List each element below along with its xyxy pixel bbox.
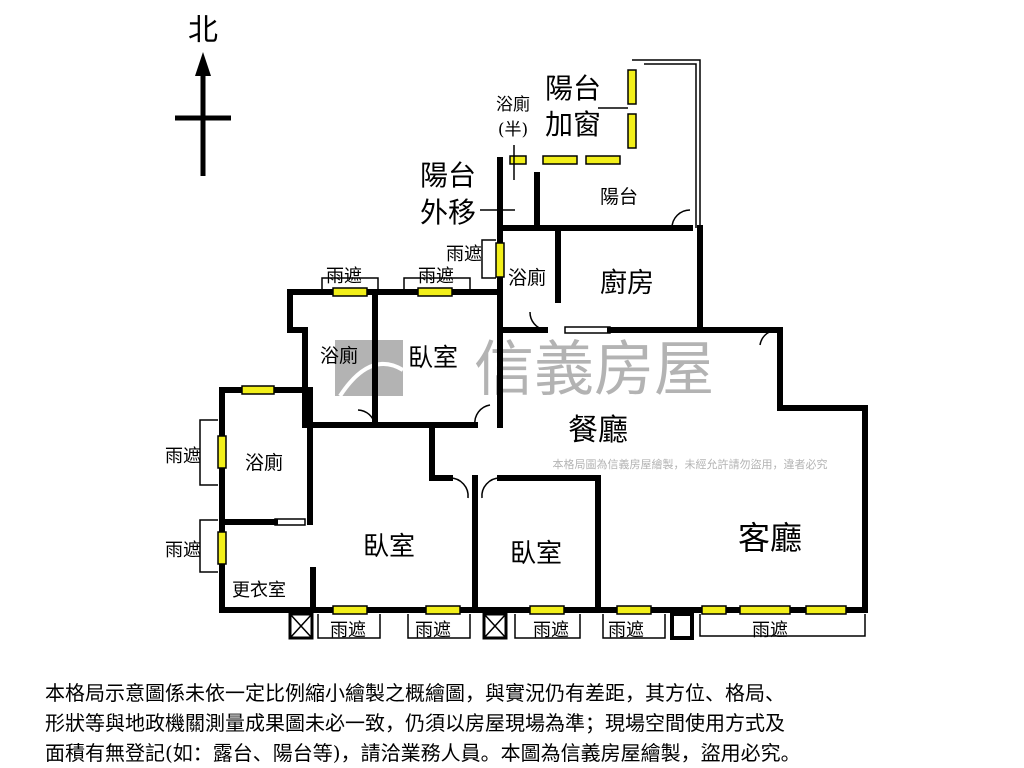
- label-balcony-window-2: 加窗: [545, 108, 601, 141]
- north-compass: 北: [175, 13, 231, 176]
- disclaimer-line: 面積有無登記(如：露台、陽台等)，請洽業務人員。本圖為信義房屋繪製，盜用必究。: [45, 741, 801, 765]
- watermark-notice: 本格局圖為信義房屋繪製，未經允許請勿盜用，違者必究: [553, 457, 828, 471]
- rain-shelter-label: 雨遮: [418, 266, 454, 287]
- rain-shelter-label: 雨遮: [752, 620, 788, 641]
- rain-shelter-label: 雨遮: [446, 244, 482, 265]
- label-balcony-window-1: 陽台: [545, 72, 601, 105]
- balcony-outline: [640, 59, 701, 228]
- north-arrow-icon: [195, 52, 211, 76]
- rain-shelters: [199, 239, 866, 640]
- rain-shelter-label: 雨遮: [165, 446, 201, 467]
- room-labels: 陽台 加窗 浴廁 (半) 陽台 外移 陽台 廚房 浴廁 浴廁 臥室 餐廳 浴廁 …: [232, 72, 802, 601]
- windows: [217, 69, 847, 615]
- watermark-brand: 信義房屋: [474, 335, 714, 405]
- rain-shelter-label: 雨遮: [608, 620, 644, 641]
- label-living: 客廳: [738, 519, 802, 557]
- label-balcony: 陽台: [600, 186, 638, 208]
- label-bedroom-main: 臥室: [363, 532, 415, 562]
- north-label: 北: [188, 13, 218, 48]
- label-kitchen: 廚房: [600, 268, 654, 299]
- disclaimer: 本格局示意圖係未依一定比例縮小繪製之概繪圖，與實況仍有差距，其方位、格局、 形狀…: [45, 678, 1005, 768]
- rain-shelter-labels: 雨遮 雨遮 雨遮 雨遮 雨遮 雨遮 雨遮 雨遮 雨遮 雨遮: [165, 244, 788, 641]
- disclaimer-line: 形狀等與地政機關測量成果圖未必一致，仍須以房屋現場為準；現場空間使用方式及: [45, 711, 785, 735]
- label-balcony-moved-2: 外移: [420, 196, 476, 229]
- label-closet: 更衣室: [232, 580, 286, 601]
- floor-plan: 北 信義房屋 本格局圖為信義房屋繪製，未經允許請勿盜用，違者必究: [165, 13, 868, 641]
- rain-shelter-label: 雨遮: [330, 620, 366, 641]
- rain-shelter-label: 雨遮: [415, 620, 451, 641]
- label-bath-top-left: 浴廁: [320, 344, 358, 367]
- label-dining: 餐廳: [568, 413, 628, 448]
- rain-shelter-label: 雨遮: [533, 620, 569, 641]
- doors: [274, 209, 781, 526]
- label-half-bath-2: (半): [498, 120, 528, 140]
- label-balcony-moved-1: 陽台: [420, 159, 476, 192]
- rain-shelter-label: 雨遮: [326, 266, 362, 287]
- rain-shelter-label: 雨遮: [165, 540, 201, 561]
- label-bath-left: 浴廁: [245, 451, 283, 474]
- watermark: 信義房屋 本格局圖為信義房屋繪製，未經允許請勿盜用，違者必究: [335, 335, 828, 471]
- label-bedroom-top: 臥室: [408, 343, 458, 372]
- label-bedroom-small: 臥室: [510, 539, 562, 569]
- disclaimer-line: 本格局示意圖係未依一定比例縮小繪製之概繪圖，與實況仍有差距，其方位、格局、: [45, 681, 785, 705]
- label-bath-center: 浴廁: [508, 266, 546, 289]
- label-half-bath-1: 浴廁: [496, 94, 530, 115]
